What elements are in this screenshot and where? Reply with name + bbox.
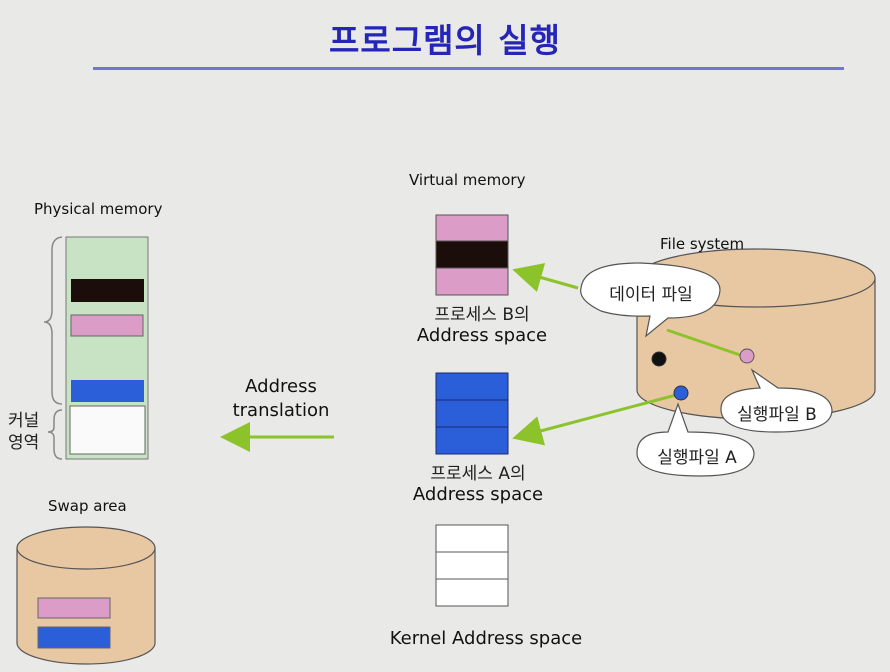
exec-file-b-label: 실행파일 B [737,405,817,425]
virtual-memory-label: Virtual memory [409,171,526,189]
swap-area-label: Swap area [48,497,127,515]
process-b-address-space [435,214,509,296]
physical-pink-block [70,314,144,337]
kernel-region-label-1: 커널 [8,411,40,431]
exec-file-b-dot [739,348,755,364]
data-file-arrow [512,263,579,292]
exec-a-arrow [512,393,677,446]
kernel-region-box [69,405,146,455]
address-translation-label-2: translation [232,400,330,421]
exec-file-a-dot [673,385,689,401]
physical-black-block [71,279,144,302]
kernel-address-space-label: Kernel Address space [389,628,583,649]
exec-file-a-callout [636,402,755,477]
exec-file-a-label: 실행파일 A [657,448,737,468]
data-file-callout [580,262,721,338]
process-a-label-1: 프로세스 A의 [430,464,526,484]
physical-blue-block [71,380,144,402]
process-b-label-2: Address space [416,325,548,346]
swap-cylinder-top [16,526,156,570]
exec-b-line [666,328,741,357]
kernel-region-label-2: 영역 [8,433,40,453]
swap-blue-block [37,626,111,649]
kernel-address-space-box [435,524,509,607]
file-system-label: File system [660,235,745,253]
physical-memory [43,236,149,460]
data-file-dot [651,351,667,367]
process-b-label-1: 프로세스 B의 [434,305,530,325]
page-title: 프로그램의 실행 [328,21,561,60]
data-file-label: 데이터 파일 [609,285,693,305]
process-a-label-2: Address space [412,484,544,505]
physical-memory-label: Physical memory [34,200,163,218]
kernel-region-brace [47,409,63,460]
exec-file-b-callout [720,368,833,433]
user-region-brace [43,236,63,405]
process-a-address-space [435,372,509,455]
swap-area-cylinder [16,526,156,665]
address-translation-label-1: Address [245,376,317,397]
title-underline [93,67,844,70]
swap-pink-block [37,597,111,619]
